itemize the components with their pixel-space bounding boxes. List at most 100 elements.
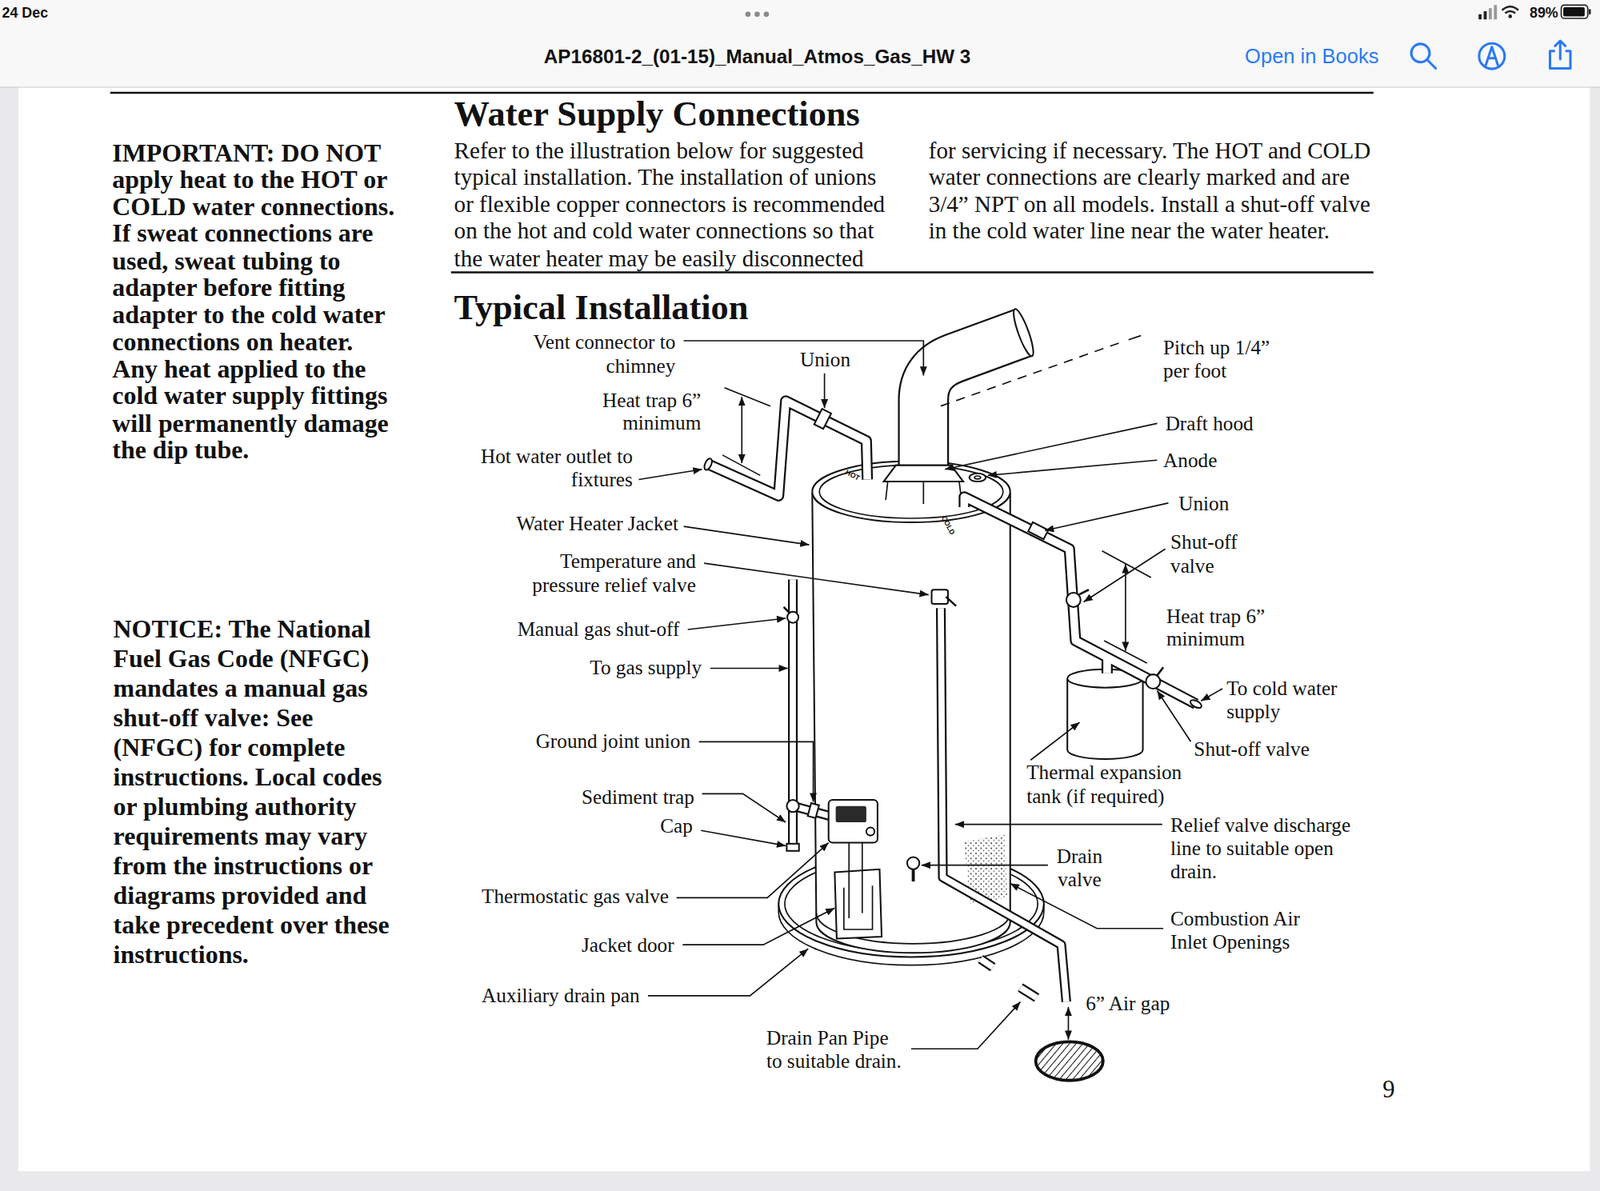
leader-line — [688, 618, 786, 630]
page-heading: Water Supply Connections — [454, 93, 860, 135]
part-label: Temperature and pressure relief valve — [522, 549, 696, 597]
part-label: Jacket door — [581, 932, 675, 956]
toolbar-background — [0, 0, 1600, 87]
part-label-box: Shut-off valve — [1193, 737, 1310, 761]
part-label-box: Cap — [660, 813, 693, 837]
relief-valve-lever — [945, 596, 956, 606]
sediment-cap — [786, 844, 799, 852]
vent-end — [1010, 307, 1037, 358]
leader-line — [988, 460, 1158, 476]
part-label: Anode — [1163, 448, 1217, 472]
part-label: Drain Pan Pipe to suitable drain. — [766, 1026, 907, 1074]
status-date: 24 Dec — [2, 3, 49, 21]
part-label: Auxiliary drain pan — [481, 983, 640, 1007]
search-icon — [1427, 60, 1436, 68]
dimension-label-box: Heat trap 6” minimum — [1166, 604, 1275, 650]
toolbar-border — [0, 86, 1600, 88]
pitch-line — [940, 341, 1123, 406]
menu-dot — [764, 12, 770, 18]
section-heading-box: Typical Installation — [454, 288, 749, 329]
hot-water-pipe — [708, 400, 868, 496]
relief-valve — [932, 589, 948, 604]
leader-line — [1044, 503, 1168, 531]
part-label-box: Union — [800, 347, 851, 371]
dimension-label-box: Heat trap 6” minimum — [592, 388, 701, 434]
menu-dot — [754, 12, 760, 18]
part-label-box: Temperature and pressure relief valve — [522, 549, 696, 597]
part-label: Hot water outlet to fixtures — [469, 444, 633, 492]
body-text-box: Refer to the illustration below for sugg… — [454, 137, 892, 273]
signal-bar — [1484, 11, 1488, 20]
leader-line — [944, 423, 1157, 469]
toolbar-button: Open in Books — [1244, 44, 1379, 69]
part-label: Relief valve discharge line to suitable … — [1170, 812, 1360, 884]
document-name: AP16801-2_(01-15)_Manual_Atmos_Gas_HW 3 — [544, 44, 971, 68]
leader-line — [684, 340, 924, 376]
body-text: for servicing if necessary. The HOT and … — [928, 137, 1380, 246]
leader-line — [684, 526, 810, 545]
part-label-box: Relief valve discharge line to suitable … — [1170, 812, 1360, 884]
drain-pan-pipe — [1020, 988, 1037, 999]
leader-line — [1200, 688, 1223, 701]
vent-connector — [923, 332, 1024, 472]
valve-handle — [1078, 589, 1089, 595]
page-number: 9 — [1382, 1075, 1395, 1104]
draft-hood-leg — [923, 481, 925, 504]
section-heading: Typical Installation — [454, 288, 749, 329]
rule — [110, 92, 1374, 95]
part-label: Thermal expansion tank (if required) — [1026, 760, 1190, 808]
part-label: To gas supply — [589, 656, 702, 680]
leader-line — [682, 908, 835, 945]
gas-valve-knob — [866, 827, 875, 836]
part-label: Vent connector to chimney — [522, 330, 676, 378]
leader-line — [702, 793, 787, 823]
gas-tee — [786, 800, 799, 812]
leader-line — [1156, 691, 1191, 743]
part-label-box: Hot water outlet to fixtures — [469, 444, 633, 492]
part-label-box: Vent connector to chimney — [522, 330, 676, 378]
leader-line — [699, 741, 814, 802]
tank-top-ring — [819, 465, 1004, 519]
wifi-icon — [1502, 6, 1519, 13]
body-text-box: for servicing if necessary. The HOT and … — [928, 137, 1380, 246]
part-label: Union — [1178, 491, 1229, 515]
leader-line — [1010, 884, 1164, 929]
pitch-line — [1128, 336, 1141, 340]
part-label-box: Draft hood — [1165, 412, 1254, 436]
part-label-box: Anode — [1163, 448, 1217, 472]
battery-fill — [1563, 7, 1585, 16]
connection-mark-box: HOT — [843, 468, 860, 483]
wifi-icon — [1508, 14, 1512, 19]
ground-joint-union — [808, 803, 820, 819]
leader-line — [921, 864, 1048, 867]
leader-line — [1084, 548, 1166, 602]
part-label-box: Sediment trap — [581, 785, 695, 809]
drain-pan-fitting — [980, 959, 993, 968]
dimension-line — [740, 396, 743, 464]
dimension-label: Heat trap 6” minimum — [592, 388, 701, 434]
part-label: Union — [800, 347, 851, 371]
battery-level-box: 89% — [1529, 3, 1559, 21]
floor-drain — [1036, 1041, 1104, 1080]
part-label-box: Drain Pan Pipe to suitable drain. — [766, 1026, 907, 1074]
part-label: Thermostatic gas valve — [481, 884, 669, 908]
dimension-line — [1124, 564, 1127, 651]
part-label: Draft hood — [1165, 412, 1254, 436]
page-sheet — [18, 88, 1590, 1172]
leader-line — [955, 824, 1163, 826]
union — [814, 408, 832, 429]
battery-tip — [1588, 8, 1592, 14]
part-label-box: Auxiliary drain pan — [481, 983, 640, 1007]
burner-tube — [861, 843, 864, 914]
connection-mark-box: COLD — [939, 514, 956, 536]
jacket-door-opening — [844, 885, 873, 930]
shut-off-valve — [1066, 592, 1081, 608]
part-label: To cold water supply — [1226, 676, 1345, 724]
notice-note: NOTICE: The National Fuel Gas Code (NFGC… — [113, 613, 403, 969]
part-label-box: Union — [1178, 491, 1229, 515]
part-label: Combustion Air Inlet Openings — [1170, 906, 1309, 954]
vent-connector — [923, 332, 1024, 472]
leader-line — [676, 843, 829, 899]
page-number-box: 9 — [1382, 1075, 1395, 1104]
shut-off-valve — [1145, 674, 1160, 689]
